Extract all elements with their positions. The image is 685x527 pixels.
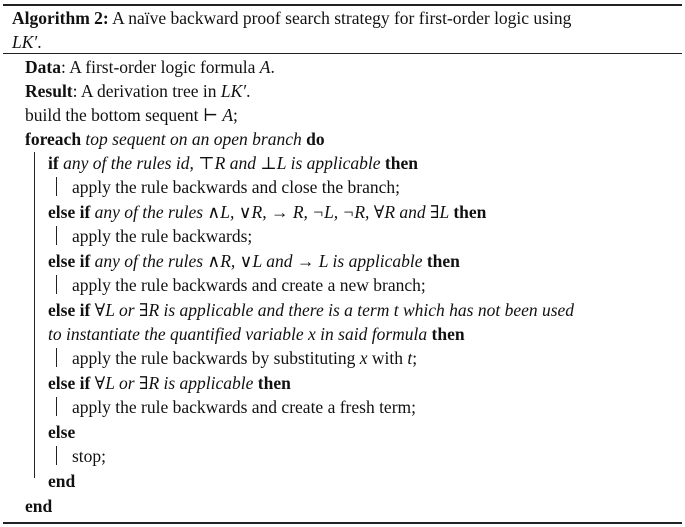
if-1-condition: any of the rules id, ⊤R and ⊥L is applic… (58, 153, 385, 173)
line-elseif-5: else if ∀L or ∃R is applicable then (48, 371, 291, 395)
line-body-6: stop; (72, 444, 106, 468)
body-4-text-a: apply the rule backwards by substituting (72, 348, 360, 368)
body-4-var-x: x (359, 348, 368, 368)
if-1-bar (56, 177, 57, 196)
line-build: build the bottom sequent ⊢ A; (25, 103, 238, 127)
line-elseif-2: else if any of the rules ∧L, ∨R, → R, ¬L… (48, 200, 486, 224)
build-end: ; (233, 105, 238, 125)
body-2-text: apply the rule backwards; (72, 226, 253, 246)
end-keyword-outer: end (25, 496, 53, 516)
end-keyword-inner: end (48, 471, 76, 491)
elseif-3-bar (56, 275, 57, 294)
then-keyword: then (431, 324, 465, 344)
else-keyword: else (48, 422, 76, 442)
line-if-1: if any of the rules id, ⊤R and ⊥L is app… (48, 151, 418, 175)
caption-rule (3, 53, 682, 54)
result-end: . (246, 81, 251, 101)
elseif-5-bar (56, 397, 57, 416)
elseif-keyword: else if (48, 300, 91, 320)
body-4-text-b: with (367, 348, 408, 368)
then-keyword: then (257, 373, 291, 393)
elseif-keyword: else if (48, 202, 91, 222)
do-keyword: do (306, 129, 325, 149)
result-var: LK′ (220, 81, 247, 101)
body-1-text: apply the rule backwards and close the b… (72, 177, 400, 197)
body-4-text-c: ; (412, 348, 418, 368)
then-keyword: then (384, 153, 418, 173)
build-var: A (222, 105, 234, 125)
elseif-5-condition: ∀L or ∃R is applicable (90, 373, 258, 393)
line-foreach: foreach top sequent on an open branch do (25, 127, 325, 151)
algorithm-caption: Algorithm 2: A naïve backward proof sear… (12, 6, 672, 54)
body-5-text: apply the rule backwards and create a fr… (72, 397, 417, 417)
line-elseif-4a: else if ∀L or ∃R is applicable and there… (48, 298, 574, 322)
caption-period: . (37, 32, 42, 52)
result-keyword: Result (25, 81, 73, 101)
elseif-2-bar (56, 226, 57, 245)
line-body-3: apply the rule backwards and create a ne… (72, 273, 426, 297)
body-3-text: apply the rule backwards and create a ne… (72, 275, 426, 295)
elseif-4-condition-a: ∀L or ∃R is applicable and there is a te… (90, 300, 575, 320)
build-text: build the bottom sequent ⊢ (25, 105, 223, 125)
line-body-5: apply the rule backwards and create a fr… (72, 395, 416, 419)
line-body-1: apply the rule backwards and close the b… (72, 175, 400, 199)
then-keyword: then (426, 251, 460, 271)
body-4-var-t: t (407, 348, 413, 368)
bottom-rule (3, 522, 682, 524)
data-var: A (259, 57, 271, 77)
line-body-2: apply the rule backwards; (72, 224, 252, 248)
caption-calculus: LK′ (12, 32, 38, 52)
data-keyword: Data (25, 57, 61, 77)
elseif-3-condition: any of the rules ∧R, ∨L and → L is appli… (90, 251, 427, 271)
caption-title: A naïve backward proof search strategy f… (108, 8, 572, 28)
result-text: : A derivation tree in (72, 81, 221, 101)
line-end-inner: end (48, 469, 75, 493)
body-6-text: stop; (72, 446, 107, 466)
elseif-4-bar (56, 348, 57, 367)
then-keyword: then (453, 202, 487, 222)
elseif-4-condition-b: to instantiate the quantified variable x… (48, 324, 432, 344)
foreach-body-bar (34, 152, 35, 478)
else-bar (56, 446, 57, 465)
line-body-4: apply the rule backwards by substituting… (72, 346, 417, 370)
foreach-keyword: foreach (25, 129, 82, 149)
line-data: Data: A first-order logic formula A. (25, 55, 275, 79)
line-elseif-3: else if any of the rules ∧R, ∨L and → L … (48, 249, 460, 273)
if-keyword: if (48, 153, 59, 173)
line-result: Result: A derivation tree in LK′. (25, 79, 250, 103)
line-elseif-4b: to instantiate the quantified variable x… (48, 322, 465, 346)
foreach-condition: top sequent on an open branch (81, 129, 307, 149)
caption-label: Algorithm 2: (12, 8, 109, 28)
top-rule (3, 4, 682, 6)
line-else: else (48, 420, 75, 444)
elseif-keyword: else if (48, 373, 91, 393)
elseif-keyword: else if (48, 251, 91, 271)
elseif-2-condition: any of the rules ∧L, ∨R, → R, ¬L, ¬R, ∀R… (90, 202, 454, 222)
line-end-outer: end (25, 494, 52, 518)
data-text: : A first-order logic formula (60, 57, 260, 77)
data-end: . (270, 57, 275, 77)
